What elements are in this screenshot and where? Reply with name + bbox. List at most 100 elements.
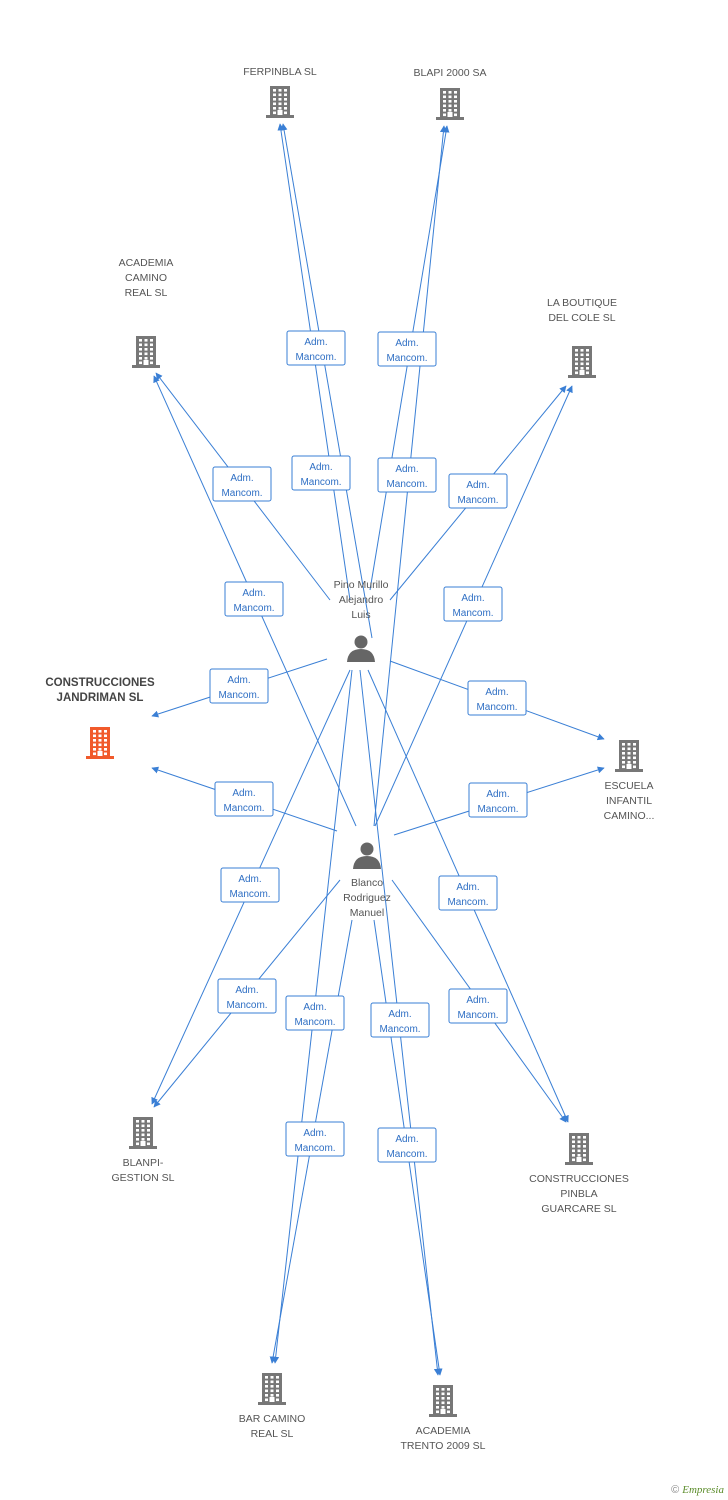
edge-label-20[interactable]: Adm.Mancom. (377, 1127, 437, 1163)
edge-label-role-line2: Mancom. (457, 1010, 498, 1021)
company-node-blapi2000[interactable]: BLAPI 2000 SA (414, 67, 487, 120)
edge-label-15[interactable]: Adm.Mancom. (438, 875, 498, 911)
building-icon (615, 740, 643, 772)
company-name-line-3: REAL SL (125, 287, 168, 299)
edge-label-box (377, 331, 437, 367)
edge-label-role-line2: Mancom. (386, 479, 427, 490)
edge-label-role-line1: Adm. (242, 588, 265, 599)
company-name-line-1: CONSTRUCCIONES (529, 1173, 629, 1185)
edge-label-3[interactable]: Adm.Mancom. (377, 331, 437, 367)
edges-layer (151, 123, 605, 1376)
edge-label-19[interactable]: Adm.Mancom. (370, 1002, 430, 1038)
edge-label-box (377, 457, 437, 493)
person-name-line-1: Pino Murillo (334, 579, 389, 591)
company-node-boutique[interactable]: LA BOUTIQUE DEL COLE SL (547, 297, 617, 378)
company-name-line-1: ESCUELA (604, 780, 653, 792)
edge-label-role-line2: Mancom. (294, 1017, 335, 1028)
company-name-line-1: CONSTRUCCIONES (45, 677, 155, 689)
building-icon (86, 727, 114, 759)
edge-label-18[interactable]: Adm. Mancom. (285, 1121, 345, 1157)
edge-label-role-line2: Mancom. (226, 1000, 267, 1011)
edge-label-role-line2: Mancom. (221, 488, 262, 499)
edge-label-9[interactable]: Adm. Mancom. (209, 668, 269, 704)
edge-label-box (220, 867, 280, 903)
brand-name: Empresia (682, 1484, 724, 1496)
company-name-line-1: ACADEMIA (119, 257, 174, 269)
footer-brand[interactable]: © Empresia (671, 1484, 724, 1496)
edge-label-role-line2: Mancom. (233, 603, 274, 614)
edge-label-role-line1: Adm. (466, 480, 489, 491)
building-icon (429, 1385, 457, 1417)
edge-label-box (217, 978, 277, 1014)
edge-label-12[interactable]: Adm. Mancom. (468, 782, 528, 818)
edge-label-role-line2: Mancom. (447, 897, 488, 908)
company-node-ferpinbla[interactable]: FERPINBLA SL (243, 66, 317, 118)
edge-label-17[interactable]: Adm.Mancom. (285, 995, 345, 1031)
edge-label-5[interactable]: Adm.Mancom. (212, 466, 272, 502)
edge-label-16[interactable]: Adm.Mancom. (448, 988, 508, 1024)
edge-label-6[interactable]: Adm. Mancom. (224, 581, 284, 617)
edge-label-box (224, 581, 284, 617)
edge-label-role-line1: Adm. (304, 337, 327, 348)
company-node-blanpi[interactable]: BLANPI- GESTION SL (111, 1117, 175, 1184)
edge-label-box (443, 586, 503, 622)
company-name-line-2: TRENTO 2009 SL (400, 1440, 485, 1452)
edge-label-box (291, 455, 351, 491)
building-icon (132, 336, 160, 368)
edge-label-8[interactable]: Adm.Mancom. (443, 586, 503, 622)
edge-labels-layer: Adm. Mancom. Adm. Mancom. Adm. Mancom. Adm. Man… (209, 330, 528, 1163)
building-icon (258, 1373, 286, 1405)
edge-label-10[interactable]: Adm.Mancom. (214, 781, 274, 817)
edge-label-role-line1: Adm. (395, 464, 418, 475)
edge-label-box (285, 1121, 345, 1157)
edge-label-4[interactable]: Adm. Mancom. (377, 457, 437, 493)
copyright-symbol: © (671, 1484, 680, 1496)
person-name-line-2: Alejandro (339, 594, 384, 606)
edge-label-13[interactable]: Adm.Mancom. (220, 867, 280, 903)
edge-label-role-line1: Adm. (303, 1128, 326, 1139)
edge-label-11[interactable]: Adm.Mancom. (467, 680, 527, 716)
company-name-line-1: LA BOUTIQUE (547, 297, 617, 309)
edge-label-role-line1: Adm. (486, 789, 509, 800)
company-name-line-1: BAR CAMINO (239, 1413, 306, 1425)
person-name-line-1: Blanco (351, 877, 383, 889)
edge-label-role-line2: Mancom. (477, 804, 518, 815)
person-name-line-2: Rodriguez (343, 892, 391, 904)
edge-label-box (214, 781, 274, 817)
edge-label-2[interactable]: Adm.Mancom. (291, 455, 351, 491)
edge-label-role-line2: Mancom. (218, 690, 259, 701)
edge-label-box (438, 875, 498, 911)
edge-label-1[interactable]: Adm.Mancom. (286, 330, 346, 366)
building-icon (436, 88, 464, 120)
edge-label-role-line1: Adm. (395, 1134, 418, 1145)
edge-label-role-line1: Adm. (238, 874, 261, 885)
edge-label-box (212, 466, 272, 502)
company-name-line-2: DEL COLE SL (548, 312, 615, 324)
edge-label-box (286, 330, 346, 366)
company-node-escuela[interactable]: ESCUELAINFANTILCAMINO... (604, 740, 655, 822)
edge-label-14[interactable]: Adm.Mancom. (217, 978, 277, 1014)
edge-label-role-line2: Mancom. (294, 1143, 335, 1154)
edge-label-7[interactable]: Adm.Mancom. (448, 473, 508, 509)
edge-label-role-line1: Adm. (232, 788, 255, 799)
edge-label-box (467, 680, 527, 716)
edge-label-role-line2: Mancom. (386, 353, 427, 364)
edge-label-role-line1: Adm. (388, 1009, 411, 1020)
company-name-line-2: GESTION SL (111, 1172, 174, 1184)
edge-label-box (448, 988, 508, 1024)
edge-label-box (448, 473, 508, 509)
company-name-line-1: BLANPI- (123, 1157, 164, 1169)
relation-edge-2 (280, 123, 373, 639)
edge-label-role-line1: Adm. (227, 675, 250, 686)
company-name-line-2: PINBLA (560, 1188, 597, 1200)
building-icon (129, 1117, 157, 1149)
edge-label-role-line1: Adm. (309, 462, 332, 473)
